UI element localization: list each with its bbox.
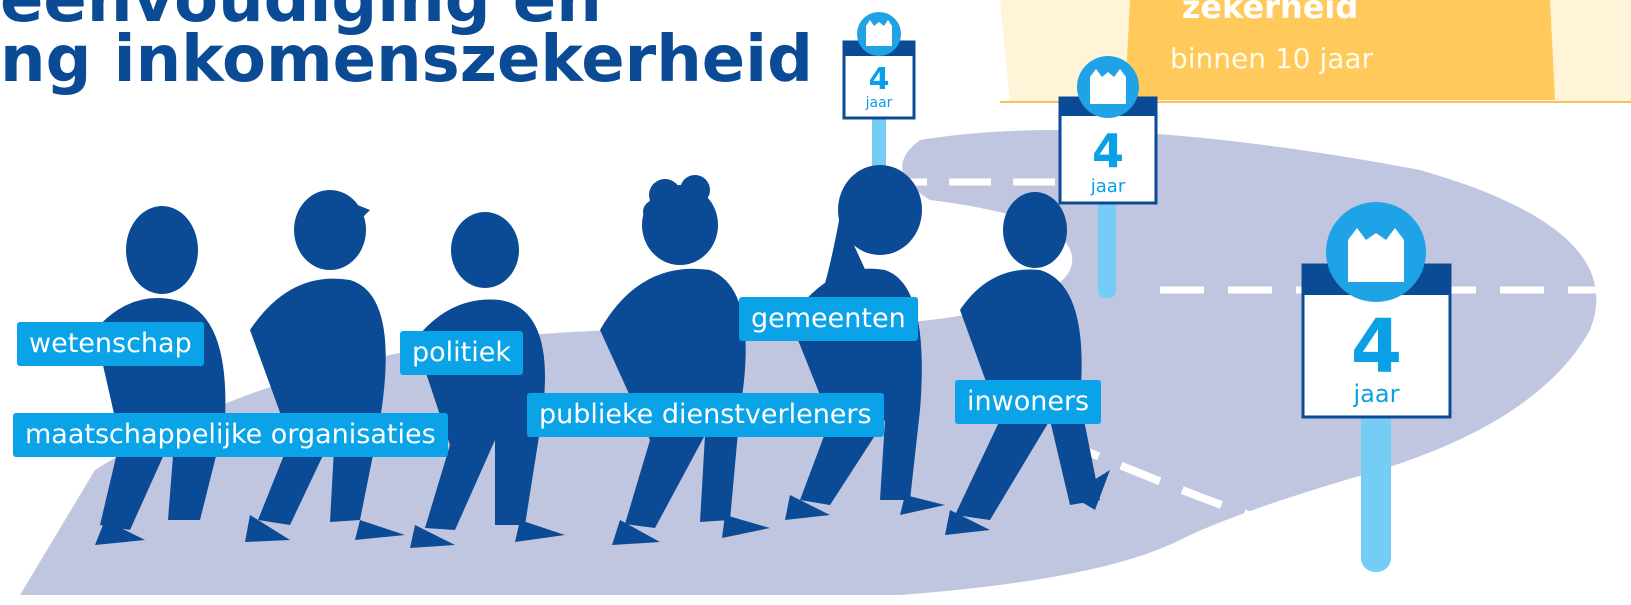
label-wetenschap: wetenschap <box>17 322 204 366</box>
signpost-small <box>842 12 916 195</box>
sign-small-number: 4 <box>868 62 890 97</box>
sun <box>1000 0 1631 103</box>
label-gemeenten: gemeenten <box>739 297 918 341</box>
sun-title: zekerheid <box>1181 0 1359 26</box>
sun-subtitle: binnen 10 jaar <box>1170 42 1374 75</box>
person-2 <box>245 190 405 542</box>
label-maatschappelijke-organisaties: maatschappelijke organisaties <box>13 413 448 457</box>
heading-line-2: ng inkomenszekerheid <box>0 23 813 97</box>
label-politiek: politiek <box>400 331 523 375</box>
label-publieke-dienstverleners: publieke dienstverleners <box>527 393 884 437</box>
label-inwoners: inwoners <box>955 380 1102 424</box>
heading-line-1: eenvoudiging en <box>0 0 602 37</box>
sign-medium-unit: jaar <box>1090 176 1126 197</box>
signpost-medium <box>1058 56 1158 298</box>
sign-small-unit: jaar <box>865 95 893 111</box>
sign-large-unit: jaar <box>1353 380 1400 408</box>
sign-large-number: 4 <box>1350 304 1403 390</box>
sign-medium-number: 4 <box>1091 124 1124 178</box>
signpost-large <box>1301 202 1452 572</box>
